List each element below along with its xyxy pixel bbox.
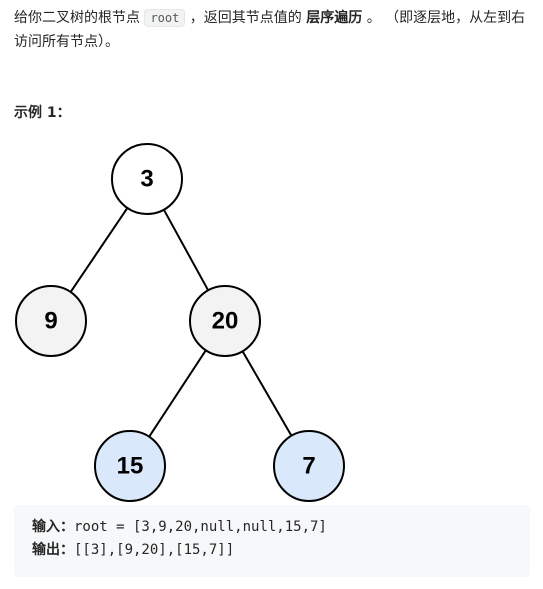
tree-edge-3-9 (69, 207, 129, 293)
example-title: 示例 1： (14, 105, 71, 121)
input-value: root = [3,9,20,null,null,15,7] (74, 519, 327, 535)
problem-text-part3: 。 （即逐层地，从左到右访问所有节点）。 (14, 10, 526, 50)
output-label: 输出： (32, 542, 74, 558)
input-label: 输入： (32, 519, 74, 535)
tree-node-9 (15, 285, 87, 357)
tree-edge-3-20 (162, 209, 210, 291)
tree-node-label-3: 3 (140, 165, 153, 192)
tree-edge-20-7 (241, 350, 293, 437)
tree-edge-20-15 (148, 349, 207, 438)
problem-text-bold: 层序遍历 (306, 10, 363, 26)
tree-node-15 (94, 430, 166, 502)
tree-node-label-20: 20 (212, 307, 239, 334)
tree-node-label-9: 9 (44, 307, 57, 334)
tree-node-label-15: 15 (117, 452, 144, 479)
tree-node-7 (273, 430, 345, 502)
inline-code-root: root (144, 9, 186, 27)
problem-text-part1: 给你二叉树的根节点 (14, 10, 145, 26)
problem-description: 给你二叉树的根节点 root ，返回其节点值的 层序遍历 。 （即逐层地，从左到… (14, 6, 534, 54)
problem-text-part2: ，返回其节点值的 (185, 10, 307, 26)
tree-node-label-7: 7 (302, 452, 315, 479)
tree-node-20 (189, 285, 261, 357)
output-value: [[3],[9,20],[15,7]] (74, 542, 235, 558)
example-code-box: 输入：root = [3,9,20,null,null,15,7] 输出：[[3… (14, 505, 530, 577)
tree-node-3 (111, 143, 183, 215)
input-line: 输入：root = [3,9,20,null,null,15,7] (32, 516, 512, 539)
output-line: 输出：[[3],[9,20],[15,7]] (32, 539, 512, 562)
binary-tree-diagram: 3 9 20 15 7 (15, 143, 345, 502)
